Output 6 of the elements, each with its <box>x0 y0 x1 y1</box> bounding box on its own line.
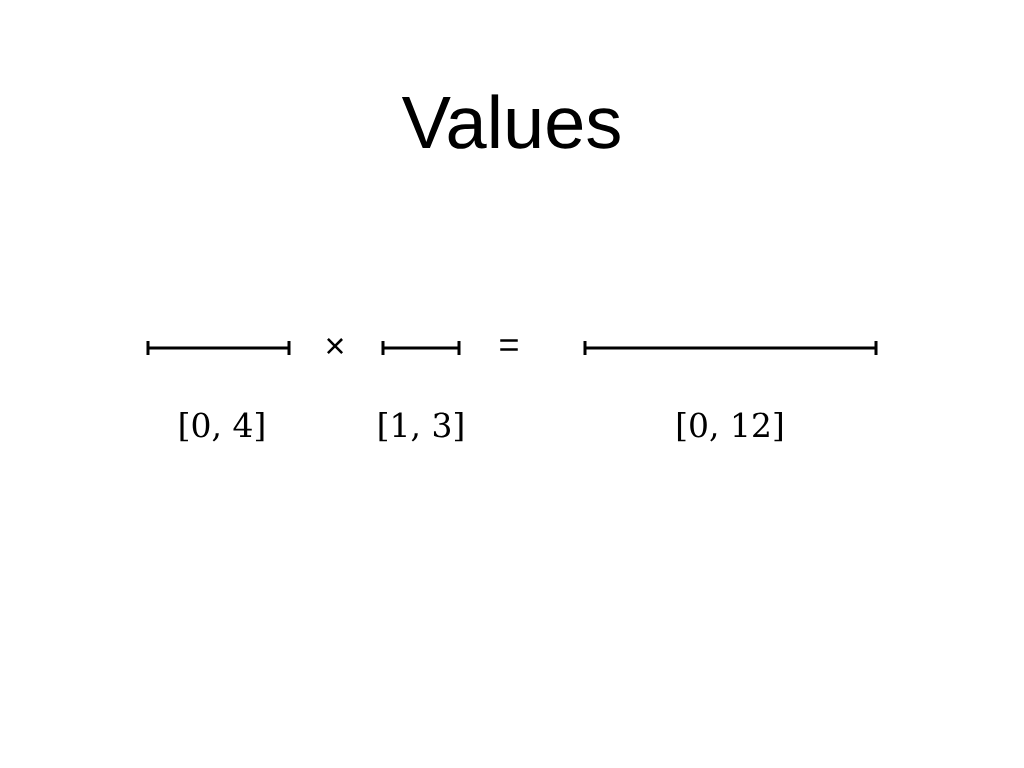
title: Values <box>401 94 620 149</box>
equals-sign: = <box>500 339 518 351</box>
times-sign: × <box>327 338 344 355</box>
interval-label: [0, 4] <box>180 411 264 442</box>
interval-label: [0, 12] <box>677 411 782 442</box>
interval-label: [1, 3] <box>379 411 463 442</box>
